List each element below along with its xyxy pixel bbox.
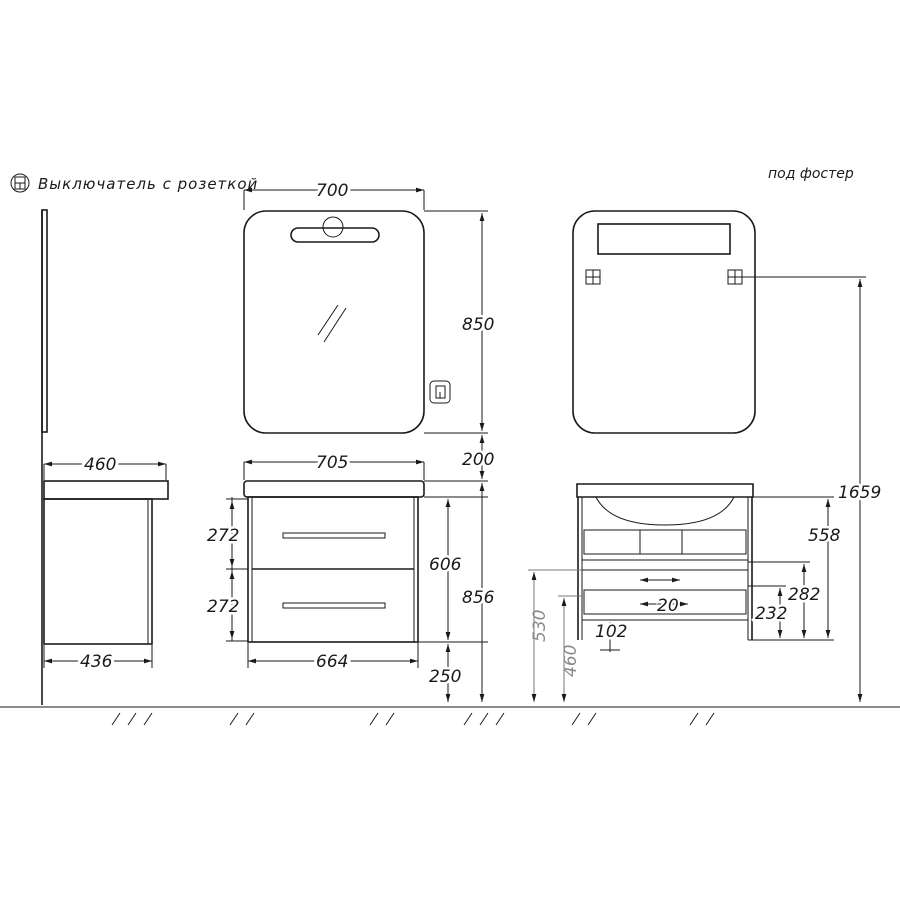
dim-rear-530: 530 <box>530 610 550 642</box>
legend-text: Выключатель с розеткой <box>38 175 258 193</box>
bracket-icon <box>585 269 601 285</box>
dim-drawer-bottom: 272 <box>207 597 239 617</box>
dim-total-height: 1659 <box>838 483 881 503</box>
dim-rear-232: 232 <box>755 604 787 624</box>
floor-line <box>0 706 900 726</box>
switch-socket-icon <box>10 173 30 193</box>
dim-total-cabinet: 856 <box>462 588 495 608</box>
dim-basin-width: 705 <box>316 453 348 473</box>
cabinet-rear <box>528 483 834 702</box>
dim-cabinet-width: 664 <box>316 652 348 672</box>
dim-floor-clearance: 250 <box>429 667 461 687</box>
dim-rear-558: 558 <box>808 526 841 546</box>
cabinet-front <box>226 435 488 702</box>
dim-mirror-width: 700 <box>316 181 348 201</box>
side-view <box>41 209 169 705</box>
dim-gap: 200 <box>462 450 494 470</box>
dim-mirror-height: 850 <box>462 315 494 335</box>
mirror-front <box>243 187 488 434</box>
dim-drawer-top: 272 <box>207 526 239 546</box>
dim-rear-20: 20 <box>657 596 679 616</box>
dim-rear-460: 460 <box>561 645 581 677</box>
dim-body-height: 606 <box>429 555 462 575</box>
variant-note: под фостер <box>768 166 854 182</box>
dim-rear-282: 282 <box>788 585 820 605</box>
mirror-rear <box>572 210 866 702</box>
dim-rear-102: 102 <box>595 622 627 642</box>
mirror-socket-icon <box>429 380 451 404</box>
dim-depth-top: 460 <box>84 455 116 475</box>
bracket-icon <box>727 269 743 285</box>
dim-depth-bottom: 436 <box>80 652 113 672</box>
